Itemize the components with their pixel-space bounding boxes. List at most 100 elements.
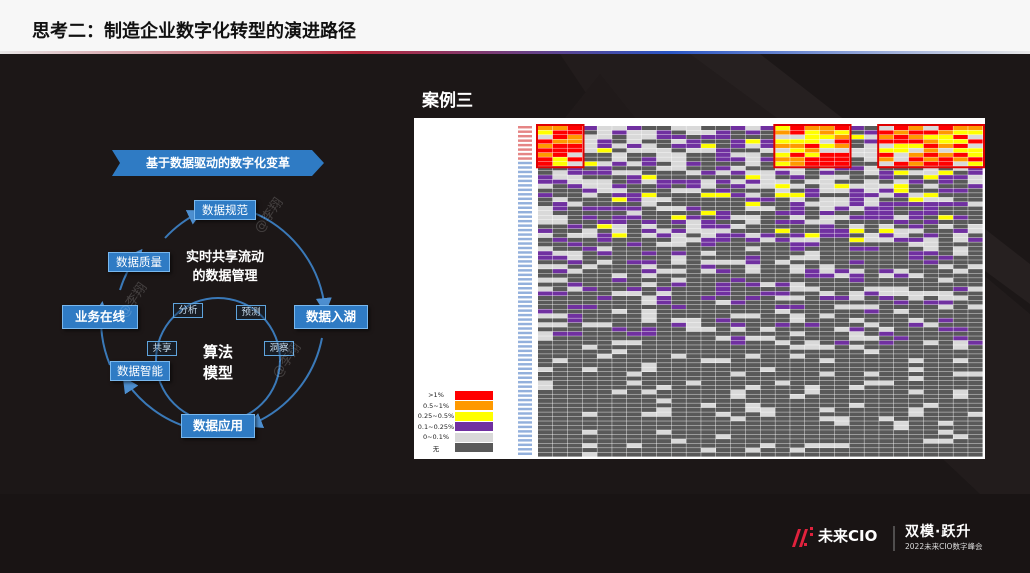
heatmap-cell bbox=[938, 273, 953, 278]
heatmap-cell bbox=[671, 358, 686, 363]
heatmap-cell bbox=[968, 193, 983, 198]
heatmap-cell bbox=[953, 246, 968, 251]
heatmap-cell bbox=[938, 412, 953, 417]
heatmap-cell bbox=[894, 443, 909, 448]
heatmap-cell bbox=[641, 430, 657, 435]
heatmap-cell bbox=[923, 407, 939, 412]
heatmap-cell bbox=[538, 376, 553, 381]
heatmap-cell bbox=[953, 134, 968, 140]
heatmap-cell bbox=[701, 340, 716, 345]
heatmap-cell bbox=[716, 193, 731, 198]
heatmap-cell bbox=[938, 443, 953, 448]
heatmap-cell bbox=[834, 407, 850, 412]
heatmap-cell bbox=[968, 389, 983, 394]
heatmap-cell bbox=[730, 336, 746, 341]
heatmap-cell bbox=[627, 367, 642, 372]
heatmap-cell bbox=[612, 443, 627, 448]
heatmap-cell bbox=[953, 412, 968, 417]
heatmap-cell bbox=[612, 403, 627, 408]
heatmap-cell bbox=[834, 242, 850, 247]
heatmap-cell bbox=[701, 430, 716, 435]
heatmap-cell bbox=[968, 251, 983, 256]
heatmap-cell bbox=[567, 318, 583, 323]
heatmap-cell bbox=[819, 430, 835, 435]
heatmap-cell bbox=[894, 412, 909, 417]
heatmap-cell bbox=[819, 210, 835, 216]
heatmap-cell bbox=[716, 313, 731, 318]
heatmap-cell bbox=[686, 210, 701, 216]
heatmap-cell bbox=[552, 363, 568, 368]
heatmap-cell bbox=[968, 206, 983, 211]
heatmap-cell bbox=[567, 412, 583, 417]
heatmap-cell bbox=[567, 430, 583, 435]
heatmap-cell bbox=[834, 233, 850, 238]
heatmap-cell bbox=[730, 224, 746, 229]
heatmap-cell bbox=[730, 166, 746, 171]
heatmap-cell bbox=[656, 448, 672, 453]
heatmap-cell bbox=[538, 425, 553, 430]
heatmap-cell bbox=[923, 385, 939, 390]
heatmap-cell bbox=[656, 439, 672, 444]
heatmap-cell bbox=[938, 197, 953, 202]
heatmap-cell bbox=[819, 134, 835, 140]
heatmap-cell bbox=[701, 193, 716, 198]
heatmap-cell bbox=[864, 255, 879, 260]
heatmap-cell bbox=[938, 407, 953, 412]
row-label-mark bbox=[518, 300, 532, 303]
row-label-mark bbox=[518, 304, 532, 308]
heatmap-cell bbox=[641, 336, 657, 341]
heatmap-cell bbox=[775, 327, 790, 332]
heatmap-cell bbox=[790, 336, 805, 341]
heatmap-cell bbox=[730, 233, 746, 238]
heatmap-cell bbox=[745, 376, 761, 381]
heatmap-cell bbox=[686, 452, 701, 457]
heatmap-cell bbox=[834, 215, 850, 220]
heatmap-cell bbox=[790, 394, 805, 399]
heatmap-cell bbox=[538, 398, 553, 403]
row-label-mark bbox=[518, 179, 532, 183]
heatmap-cell bbox=[745, 148, 761, 153]
heatmap-cell bbox=[730, 148, 746, 153]
heatmap-cell bbox=[671, 152, 686, 157]
row-label-mark bbox=[518, 394, 532, 397]
heatmap-cell bbox=[671, 193, 686, 198]
heatmap-cell bbox=[790, 376, 805, 381]
heatmap-cell bbox=[582, 313, 597, 318]
heatmap-cell bbox=[538, 300, 553, 305]
heatmap-cell bbox=[552, 380, 568, 386]
heatmap-cell bbox=[582, 126, 597, 131]
heatmap-cell bbox=[864, 331, 879, 336]
heatmap-cell bbox=[894, 309, 909, 314]
heatmap-cell bbox=[923, 197, 939, 202]
heatmap-cell bbox=[582, 197, 597, 202]
heatmap-cell bbox=[834, 251, 850, 256]
heatmap-cell bbox=[671, 188, 686, 193]
heatmap-cell bbox=[597, 246, 612, 251]
heatmap-cell bbox=[908, 425, 924, 430]
heatmap-cell bbox=[894, 291, 909, 296]
heatmap-cell bbox=[968, 246, 983, 251]
row-label-mark bbox=[518, 255, 532, 259]
heatmap-cell bbox=[538, 215, 553, 220]
heatmap-cell bbox=[538, 228, 553, 233]
heatmap-cell bbox=[760, 148, 775, 153]
heatmap-cell bbox=[701, 322, 716, 327]
heatmap-cell bbox=[745, 282, 761, 287]
row-label-mark bbox=[518, 340, 532, 344]
heatmap-cell bbox=[641, 389, 657, 394]
heatmap-cell bbox=[686, 246, 701, 251]
heatmap-cell bbox=[864, 322, 879, 327]
heatmap-grid bbox=[518, 124, 985, 457]
heatmap-cell bbox=[908, 251, 924, 256]
heatmap-cell bbox=[819, 412, 835, 417]
heatmap-cell bbox=[716, 295, 731, 301]
heatmap-cell bbox=[805, 376, 820, 381]
heatmap-cell bbox=[894, 175, 909, 180]
heatmap-cell bbox=[805, 452, 820, 457]
heatmap-cell bbox=[716, 416, 731, 421]
heatmap-cell bbox=[938, 184, 953, 189]
heatmap-cell bbox=[582, 398, 597, 403]
heatmap-cell bbox=[686, 367, 701, 372]
heatmap-cell bbox=[745, 372, 761, 377]
heatmap-cell bbox=[908, 184, 924, 189]
